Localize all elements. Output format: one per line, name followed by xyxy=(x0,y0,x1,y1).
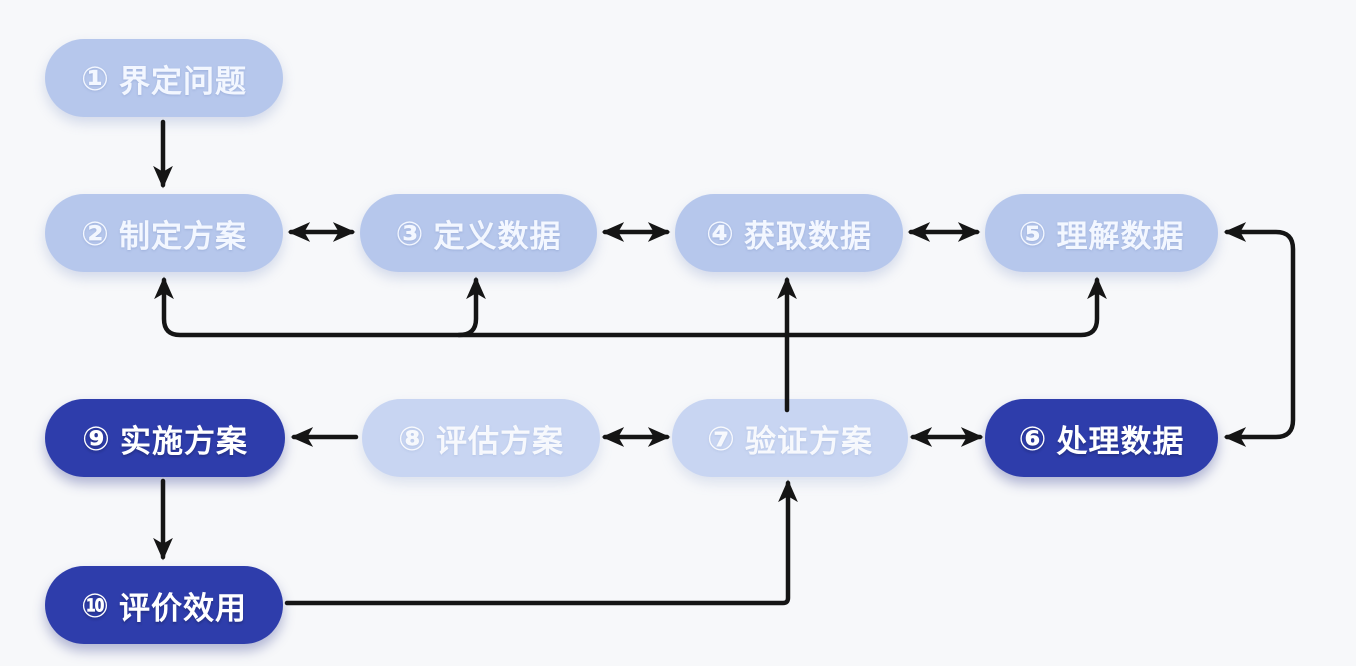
step-number: ⑥ xyxy=(1018,418,1048,458)
step-label: 界定问题 xyxy=(118,63,247,100)
step-number: ⑨ xyxy=(82,418,111,458)
node-6-process-data: ⑥ 处理数据 xyxy=(985,399,1218,477)
step-label: 定义数据 xyxy=(433,218,562,255)
node-7-verify-plan: ⑦ 验证方案 xyxy=(672,399,908,477)
step-number: ① xyxy=(81,58,110,98)
node-5-understand-data: ⑤ 理解数据 xyxy=(985,194,1218,272)
node-8-evaluate-plan: ⑧ 评估方案 xyxy=(362,399,600,477)
step-label: 评价效用 xyxy=(118,590,247,627)
node-3-define-data: ③ 定义数据 xyxy=(360,194,597,272)
node-1-define-problem: ① 界定问题 xyxy=(45,39,283,117)
node-4-acquire-data: ④ 获取数据 xyxy=(675,194,903,272)
node-10-evaluate-utility: ⑩ 评价效用 xyxy=(45,566,283,644)
step-label: 制定方案 xyxy=(118,218,247,255)
step-label: 处理数据 xyxy=(1056,423,1185,460)
arrow-5-6-right-bracket xyxy=(1223,222,1296,447)
feedback-branch-to-3 xyxy=(456,276,486,338)
step-number: ⑦ xyxy=(707,418,736,458)
step-label: 理解数据 xyxy=(1056,218,1185,255)
step-label: 验证方案 xyxy=(744,423,873,460)
step-label: 获取数据 xyxy=(743,218,872,255)
step-number: ③ xyxy=(395,213,425,253)
node-2-make-plan: ② 制定方案 xyxy=(45,194,283,272)
arrow-10-to-7-elbow xyxy=(284,479,798,606)
feedback-line-to-2-and-5 xyxy=(154,276,1107,338)
step-number: ② xyxy=(81,213,110,253)
step-number: ④ xyxy=(706,213,735,253)
step-number: ⑤ xyxy=(1018,213,1048,253)
step-label: 实施方案 xyxy=(119,423,248,460)
step-number: ⑧ xyxy=(398,418,427,458)
step-label: 评估方案 xyxy=(435,423,564,460)
node-9-implement-plan: ⑨ 实施方案 xyxy=(45,399,285,477)
step-number: ⑩ xyxy=(81,585,110,625)
